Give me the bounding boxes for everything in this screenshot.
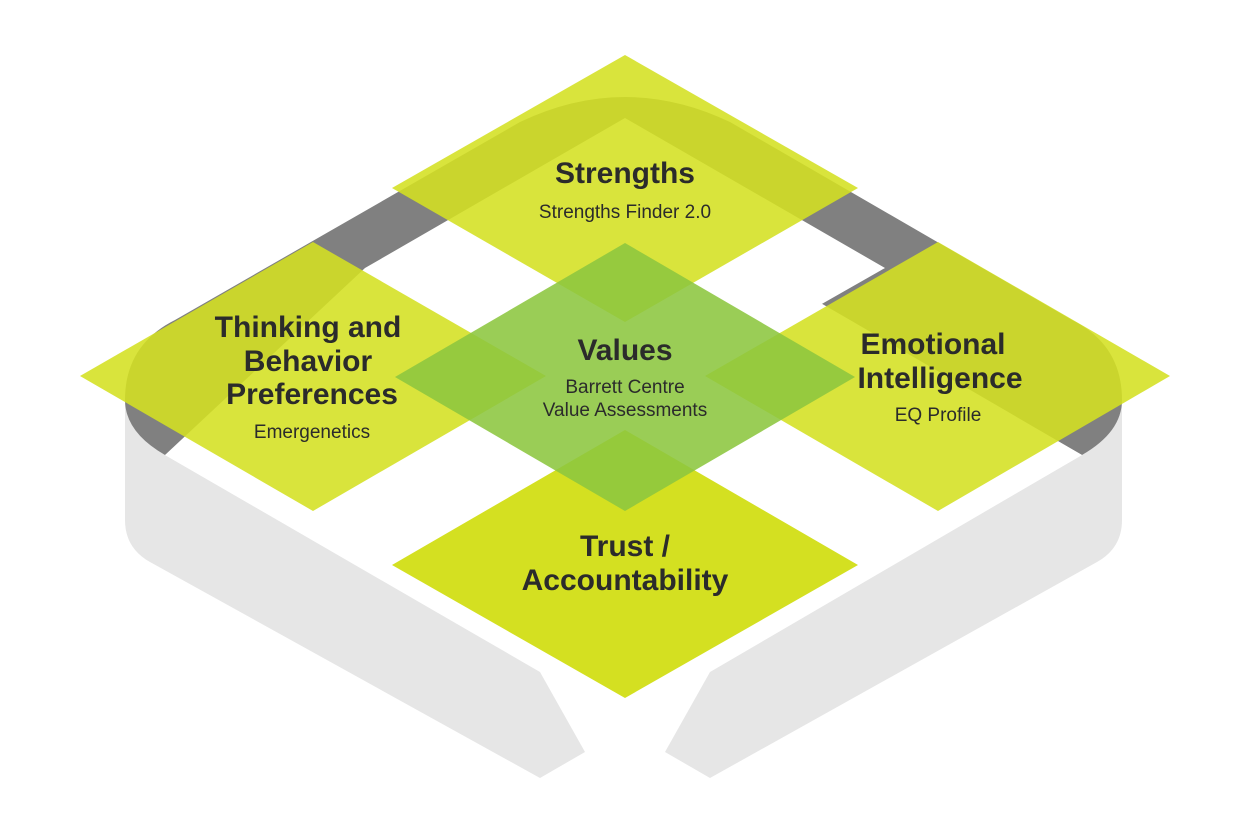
values-title: Values	[577, 334, 672, 367]
emotional-subtitle: EQ Profile	[895, 405, 982, 426]
thinking-title-line-3: Preferences	[226, 378, 398, 411]
diamond-strengths	[392, 55, 858, 322]
thinking-title-line-1: Thinking and	[215, 311, 402, 344]
base-right-wall	[665, 400, 1122, 778]
diamond-emotional	[705, 242, 1170, 511]
thinking-subtitle: Emergenetics	[254, 422, 370, 443]
emotional-title-line-2: Intelligence	[857, 362, 1022, 395]
base-left-wall	[125, 400, 585, 778]
emotional-title-line-1: Emotional	[860, 328, 1005, 361]
thinking-title-line-2: Behavior	[244, 345, 373, 378]
trust-title-line-2: Accountability	[522, 564, 729, 597]
diamond-values	[395, 243, 855, 511]
diamond-thinking	[80, 242, 546, 511]
diamond-trust	[392, 430, 858, 698]
trust-title-line-1: Trust /	[580, 530, 671, 563]
values-subtitle-line-2: Value Assessments	[543, 400, 707, 421]
strengths-title: Strengths	[555, 157, 695, 190]
strengths-subtitle: Strengths Finder 2.0	[539, 202, 711, 223]
values-subtitle-line-1: Barrett Centre	[565, 377, 684, 398]
